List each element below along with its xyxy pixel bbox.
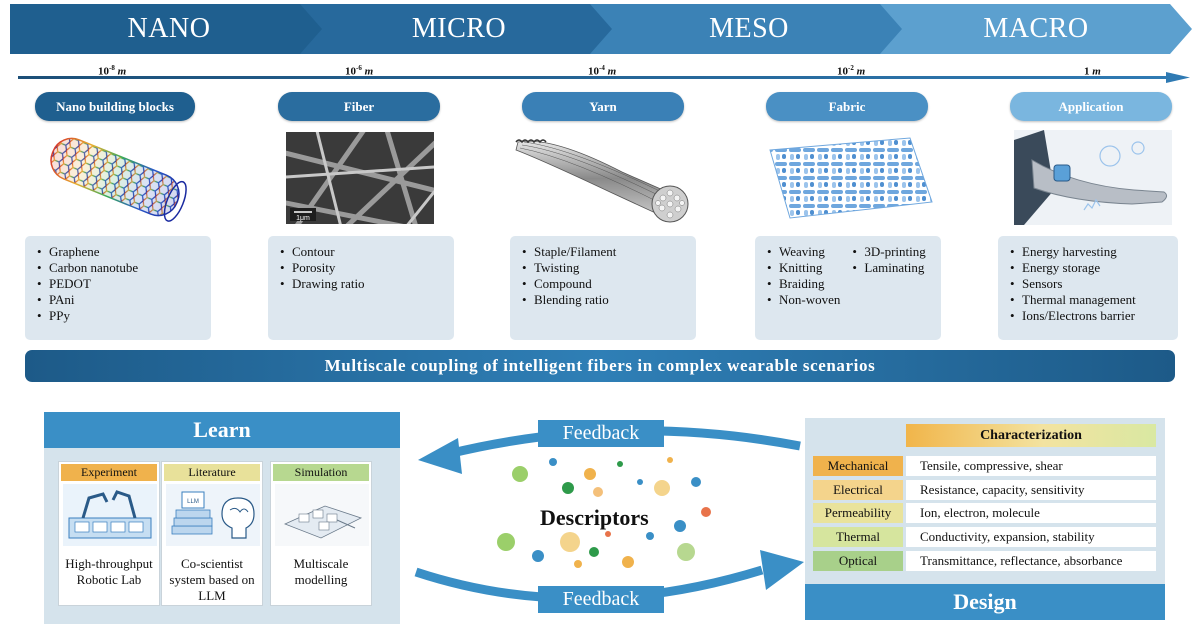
multiscale-modelling-icon [275, 484, 369, 546]
list-item: Compound [522, 276, 686, 292]
scale-label-nano: NANO [127, 13, 211, 44]
list-item: Ions/Electrons barrier [1010, 308, 1168, 324]
scale-tick-1: 10-8 m [98, 64, 127, 78]
list-item: Blending ratio [522, 292, 686, 308]
list-item: Non-woven [767, 292, 840, 308]
property-name: Electrical [813, 480, 903, 500]
chevron-shape-nano [10, 4, 328, 54]
list-item: Drawing ratio [280, 276, 444, 292]
design-title: Design [805, 584, 1165, 620]
list-item: PEDOT [37, 276, 201, 292]
property-value: Conductivity, expansion, stability [906, 527, 1156, 547]
descriptor-bubbles [497, 457, 711, 568]
list-item: Graphene [37, 244, 201, 260]
chevron-shape-meso [590, 4, 908, 54]
wearable-application-image [1014, 130, 1172, 225]
robotic-lab-icon [63, 484, 157, 546]
scale-tick-3: 10-4 m [588, 64, 617, 78]
stage-list-nano: Graphene Carbon nanotube PEDOT PAni PPy [25, 236, 211, 340]
list-item: Twisting [522, 260, 686, 276]
property-row-mechanical: Mechanical Tensile, compressive, shear [813, 456, 1156, 476]
learn-title: Learn [44, 412, 400, 448]
list-item: Contour [280, 244, 444, 260]
property-name: Thermal [813, 527, 903, 547]
feedback-arrowhead-right [760, 550, 804, 590]
feedback-label-bottom: Feedback [538, 586, 664, 613]
stage-list-fiber: Contour Porosity Drawing ratio [268, 236, 454, 340]
scale-tick-2: 10-6 m [345, 64, 374, 78]
stage-list-yarn: Staple/Filament Twisting Compound Blendi… [510, 236, 696, 340]
card-title-experiment: Experiment [61, 464, 157, 481]
property-value: Tensile, compressive, shear [906, 456, 1156, 476]
feedback-label-top: Feedback [538, 420, 664, 447]
list-item: Carbon nanotube [37, 260, 201, 276]
literature-llm-icon: LLM [166, 484, 260, 546]
list-item: Sensors [1010, 276, 1168, 292]
card-experiment: Experiment High-throughput Robotic Lab [58, 461, 160, 606]
descriptors-label: Descriptors [540, 505, 649, 530]
property-row-optical: Optical Transmittance, reflectance, abso… [813, 551, 1156, 571]
property-name: Mechanical [813, 456, 903, 476]
scale-chevron-nano: NANO [10, 4, 328, 54]
property-name: Optical [813, 551, 903, 571]
card-text-experiment: High-throughput Robotic Lab [65, 556, 153, 587]
svg-text:LLM: LLM [187, 499, 199, 505]
property-row-electrical: Electrical Resistance, capacity, sensiti… [813, 480, 1156, 500]
property-row-thermal: Thermal Conductivity, expansion, stabili… [813, 527, 1156, 547]
property-row-permeability: Permeability Ion, electron, molecule [813, 503, 1156, 523]
scale-chevron-meso: MESO [590, 4, 908, 54]
scale-tick-4: 10-2 m [837, 64, 866, 78]
multiscale-banner: Multiscale coupling of intelligent fiber… [25, 350, 1175, 382]
fiber-sem-image: 1μm [286, 132, 434, 224]
card-text-literature: Co-scientist system based on LLM [169, 556, 255, 603]
scale-chevron-macro: MACRO [880, 4, 1192, 54]
stage-pill-nano-building-blocks: Nano building blocks [35, 92, 195, 121]
scale-axis-arrow [18, 72, 1190, 83]
property-name: Permeability [813, 503, 903, 523]
property-value: Transmittance, reflectance, absorbance [906, 551, 1156, 571]
list-item: PAni [37, 292, 201, 308]
scale-bar-label: 1μm [296, 215, 310, 222]
chevron-shape-macro [880, 4, 1192, 54]
card-literature: Literature LLM Co-scientist system based… [161, 461, 263, 606]
card-simulation: Simulation Multiscale modelling [270, 461, 372, 606]
property-value: Ion, electron, molecule [906, 503, 1156, 523]
scale-chevron-micro: MICRO [300, 4, 618, 54]
list-item: PPy [37, 308, 201, 324]
list-item: Braiding [767, 276, 840, 292]
list-item: Knitting [767, 260, 840, 276]
property-value: Resistance, capacity, sensitivity [906, 480, 1156, 500]
stage-pill-yarn: Yarn [522, 92, 684, 121]
list-item: Porosity [280, 260, 444, 276]
yarn-image [515, 139, 689, 223]
card-title-simulation: Simulation [273, 464, 369, 481]
list-item: Thermal management [1010, 292, 1168, 308]
feedback-arrowhead-left [418, 438, 462, 474]
scale-label-macro: MACRO [983, 13, 1089, 44]
list-item: Energy storage [1010, 260, 1168, 276]
chevron-shape-micro [300, 4, 618, 54]
characterization-header: Characterization [906, 424, 1156, 447]
list-item: Staple/Filament [522, 244, 686, 260]
scale-label-meso: MESO [709, 13, 789, 44]
stage-pill-fiber: Fiber [278, 92, 440, 121]
list-item: Weaving [767, 244, 840, 260]
stage-pill-fabric: Fabric [766, 92, 928, 121]
list-item: Energy harvesting [1010, 244, 1168, 260]
stage-list-fabric: Weaving Knitting Braiding Non-woven 3D-p… [755, 236, 941, 340]
card-text-simulation: Multiscale modelling [293, 556, 349, 587]
fabric-image [769, 137, 933, 219]
list-item: Laminating [852, 260, 925, 276]
list-item: 3D-printing [852, 244, 925, 260]
carbon-nanotube-image [50, 137, 187, 222]
card-title-literature: Literature [164, 464, 260, 481]
stage-pill-application: Application [1010, 92, 1172, 121]
scale-label-micro: MICRO [411, 13, 507, 44]
scale-tick-5: 1 m [1084, 65, 1101, 78]
stage-list-application: Energy harvesting Energy storage Sensors… [998, 236, 1178, 340]
